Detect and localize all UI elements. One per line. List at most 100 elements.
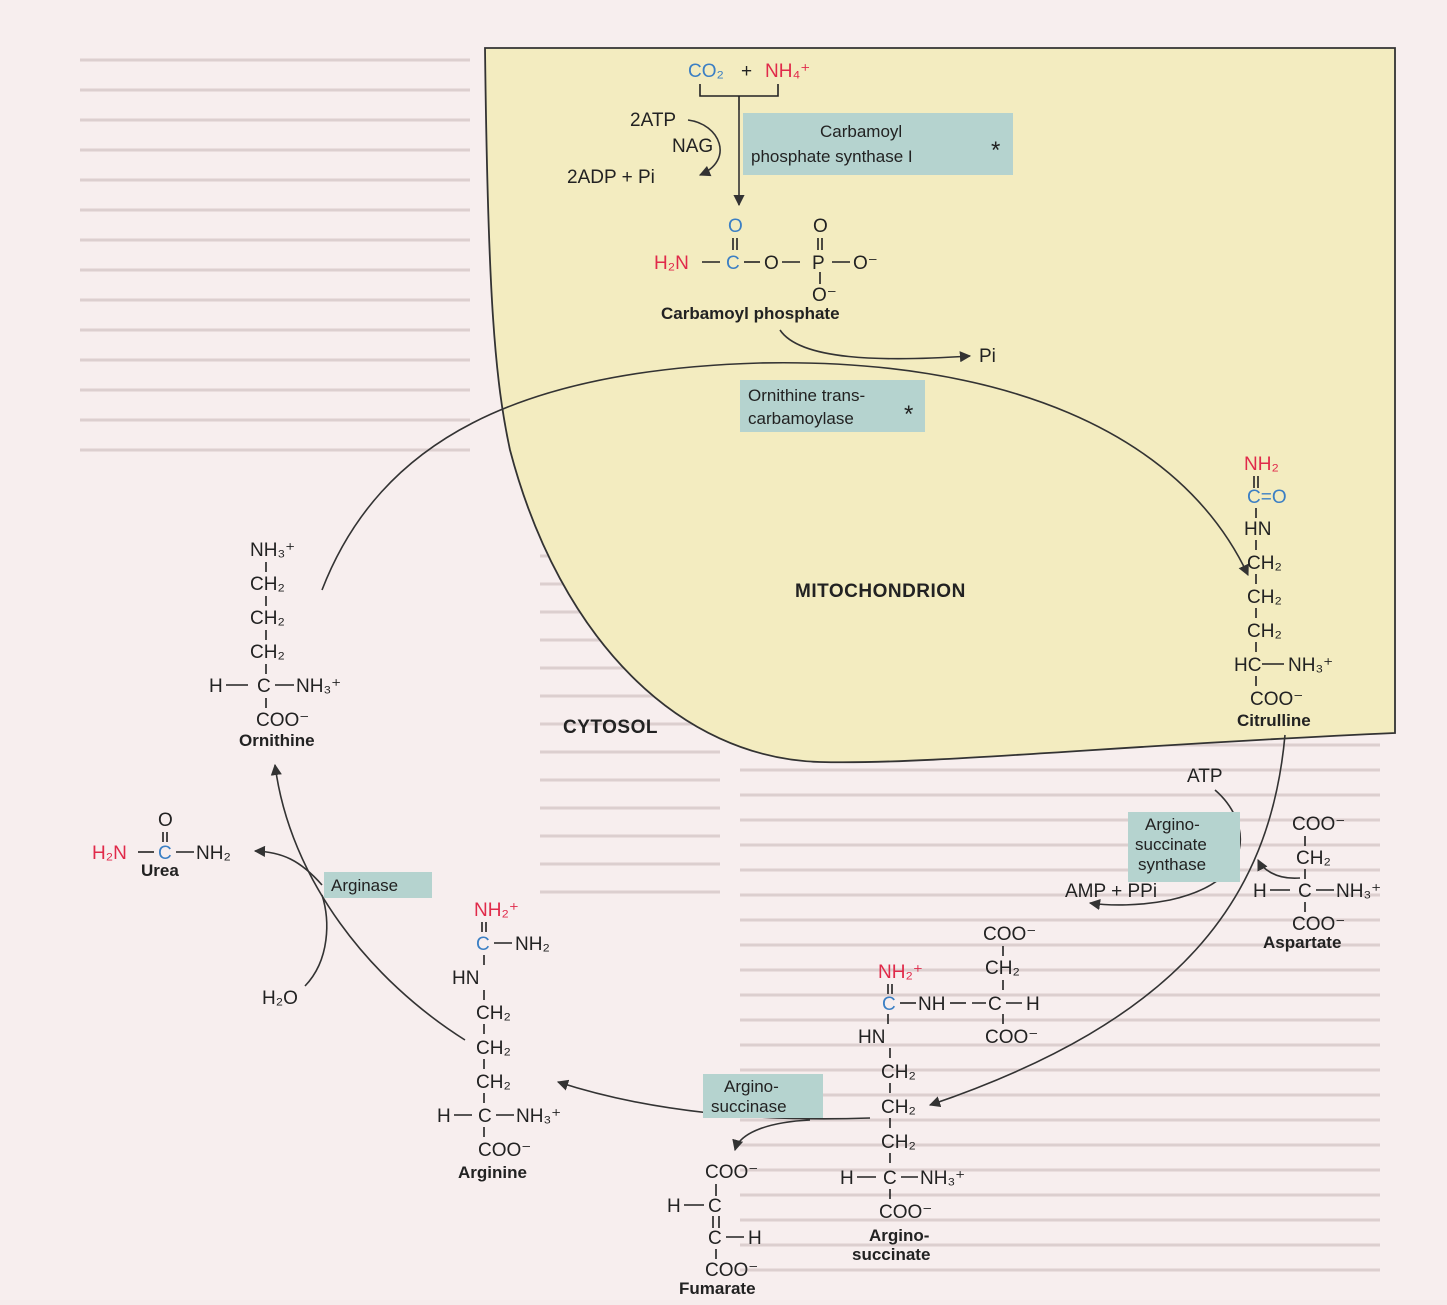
asp-nh3: NH₃⁺ (1336, 881, 1381, 902)
arg-ch2-1: CH₂ (476, 1003, 511, 1024)
ornithine-to-citrulline-arrow (321, 361, 1249, 591)
arg-h: H (437, 1106, 451, 1127)
cp-h2n: H₂N (654, 253, 689, 274)
as-coo-bottom: COO⁻ (879, 1202, 932, 1223)
fum-h-left: H (667, 1196, 681, 1217)
mitochondrion-region (484, 47, 1396, 764)
fum-h-right: H (748, 1228, 762, 1249)
cit-ch2-3: CH₂ (1247, 621, 1282, 642)
cps1-label-line1: Carbamoyl (820, 122, 902, 141)
orn-c: C (257, 676, 271, 697)
arg-c-alpha: C (478, 1106, 492, 1127)
cit-nh3: NH₃⁺ (1288, 655, 1333, 676)
otc-enzyme-box: Ornithine trans- carbamoylase * (740, 380, 925, 432)
argininosuccinate-structure: COO⁻ CH₂ NH₂⁺ C NH C H COO⁻ HN CH₂ CH₂ C… (840, 924, 1040, 1223)
aspartate-structure: COO⁻ CH₂ H C NH₃⁺ COO⁻ (1253, 814, 1381, 935)
atp2-text: 2ATP (630, 110, 676, 131)
fumarate-label: Fumarate (679, 1279, 756, 1298)
orn-nh3-top: NH₃⁺ (250, 540, 295, 561)
asl-enzyme-box: Argino- succinase (703, 1074, 823, 1118)
orn-ch2-2: CH₂ (250, 608, 285, 629)
pi-release-arrow (779, 329, 972, 363)
adp-pi-text: 2ADP + Pi (567, 167, 655, 188)
otc-label-line2: carbamoylase (748, 409, 854, 428)
asp-coo-bottom: COO⁻ (1292, 914, 1345, 935)
nag-text: NAG (672, 136, 713, 157)
as-ch2-3: CH₂ (881, 1132, 916, 1153)
as-coo-side: COO⁻ (985, 1027, 1038, 1048)
fum-coo-top: COO⁻ (705, 1162, 758, 1183)
h2o-arrow (304, 894, 328, 987)
cytosol-label: CYTOSOL (563, 717, 658, 738)
cp-o-up: O (813, 216, 828, 237)
arg-coo: COO⁻ (478, 1140, 531, 1161)
plus-text: + (741, 61, 752, 82)
citrulline-to-argininosuccinate-arrow (928, 734, 1286, 1108)
h2o-text: H₂O (262, 988, 298, 1009)
fumarate-release-arrow (732, 1119, 811, 1152)
ornithine-label: Ornithine (239, 731, 315, 750)
carbamoyl-phosphate-structure: O H₂N C O O P O⁻ O⁻ (654, 216, 878, 306)
asl-label-line2: succinase (711, 1097, 787, 1116)
asp-h: H (1253, 881, 1267, 902)
cps1-label-line2: phosphate synthase I (751, 147, 913, 166)
aspartate-join-arrow (1257, 858, 1301, 879)
co2-nh4-reactants: CO₂ + NH₄⁺ (688, 61, 810, 110)
asp-ch2: CH₂ (1296, 848, 1331, 869)
arg-ch2-2: CH₂ (476, 1038, 511, 1059)
as-c-alpha: C (883, 1168, 897, 1189)
orn-coo: COO⁻ (256, 710, 309, 731)
as-h: H (1026, 994, 1040, 1015)
arg-ch2-3: CH₂ (476, 1072, 511, 1093)
as-hn: HN (858, 1027, 885, 1048)
ass-label-line1: Argino- (1145, 815, 1200, 834)
as-nh: NH (918, 994, 945, 1015)
urea-structure: O H₂N C NH₂ (92, 810, 231, 864)
orn-ch2-3: CH₂ (250, 642, 285, 663)
urea-release-arrow (253, 845, 323, 886)
asl-label-line1: Argino- (724, 1077, 779, 1096)
as-h-left: H (840, 1168, 854, 1189)
as-nh3: NH₃⁺ (920, 1168, 965, 1189)
as-c-side: C (988, 994, 1002, 1015)
fum-c-bottom: C (708, 1228, 722, 1249)
arg-nh2p: NH₂⁺ (474, 900, 519, 921)
urea-label: Urea (141, 861, 179, 880)
cit-hc: HC (1234, 655, 1261, 676)
cit-nh2: NH₂ (1244, 454, 1279, 475)
fum-coo-bottom: COO⁻ (705, 1260, 758, 1281)
ass-label-line2: succinate (1135, 835, 1207, 854)
cps1-asterisk: * (991, 137, 1000, 164)
cps1-enzyme-box: Carbamoyl phosphate synthase I * (743, 113, 1013, 175)
cp-o-right: O⁻ (853, 253, 878, 274)
cps1-atp-arrow (687, 119, 721, 177)
cp-o-down: O⁻ (812, 285, 837, 306)
citrulline-structure: NH₂ C=O HN CH₂ CH₂ CH₂ HC NH₃⁺ COO⁻ (1234, 454, 1333, 710)
arg-hn: HN (452, 968, 479, 989)
arg-nh2: NH₂ (515, 934, 550, 955)
arginase-label: Arginase (331, 876, 398, 895)
asp-c: C (1298, 881, 1312, 902)
otc-label-line1: Ornithine trans- (748, 386, 865, 405)
orn-nh3: NH₃⁺ (296, 676, 341, 697)
as-coo-top: COO⁻ (983, 924, 1036, 945)
cit-ch2-2: CH₂ (1247, 587, 1282, 608)
nh4-text: NH₄⁺ (765, 61, 810, 82)
carbamoyl-phosphate-label: Carbamoyl phosphate (661, 304, 840, 323)
atp-text: ATP (1187, 766, 1223, 787)
ass-enzyme-box: Argino- succinate synthase (1128, 812, 1240, 882)
cp-o-link: O (764, 253, 779, 274)
arginase-enzyme-box: Arginase (324, 872, 432, 898)
ass-label-line3: synthase (1138, 855, 1206, 874)
cp-c: C (726, 253, 740, 274)
as-c: C (882, 994, 896, 1015)
argininosuccinate-label-line1: Argino- (869, 1226, 929, 1245)
arg-nh3: NH₃⁺ (516, 1106, 561, 1127)
orn-h: H (209, 676, 223, 697)
ornithine-structure: NH₃⁺ CH₂ CH₂ CH₂ H C NH₃⁺ COO⁻ (209, 540, 341, 731)
urea-o: O (158, 810, 173, 831)
as-ch2-side: CH₂ (985, 958, 1020, 979)
urea-nh2: NH₂ (196, 843, 231, 864)
fumarate-structure: COO⁻ H C C H COO⁻ (667, 1162, 762, 1281)
